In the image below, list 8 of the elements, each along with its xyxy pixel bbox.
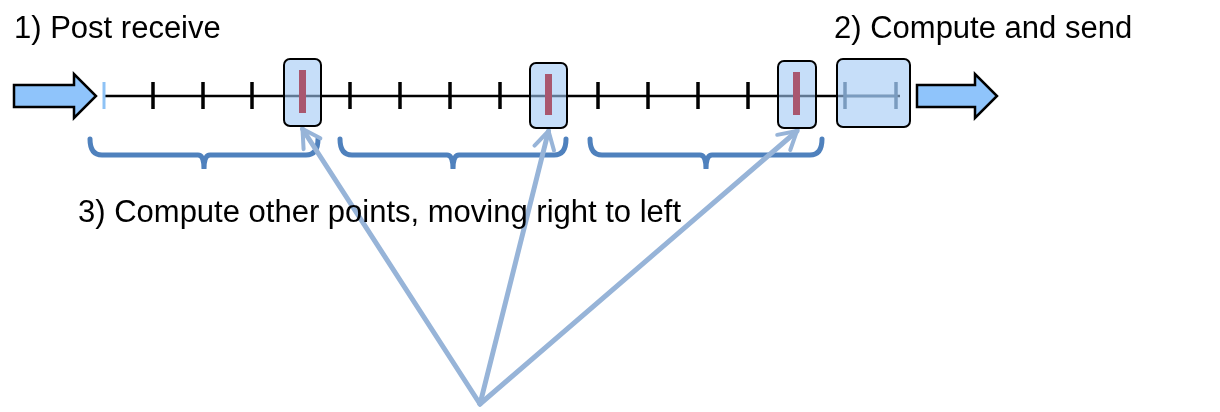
- step-label: 1) Post receive: [14, 12, 221, 43]
- grid-point-box: [283, 58, 322, 127]
- arrow: [477, 128, 800, 407]
- step-caption: 3) Compute other points, moving right to left: [78, 196, 682, 227]
- send-region-box: [836, 58, 911, 128]
- grid-point-box: [529, 62, 568, 129]
- step-label: 2) Compute and send: [834, 12, 1133, 43]
- grid-point-box: [777, 60, 817, 129]
